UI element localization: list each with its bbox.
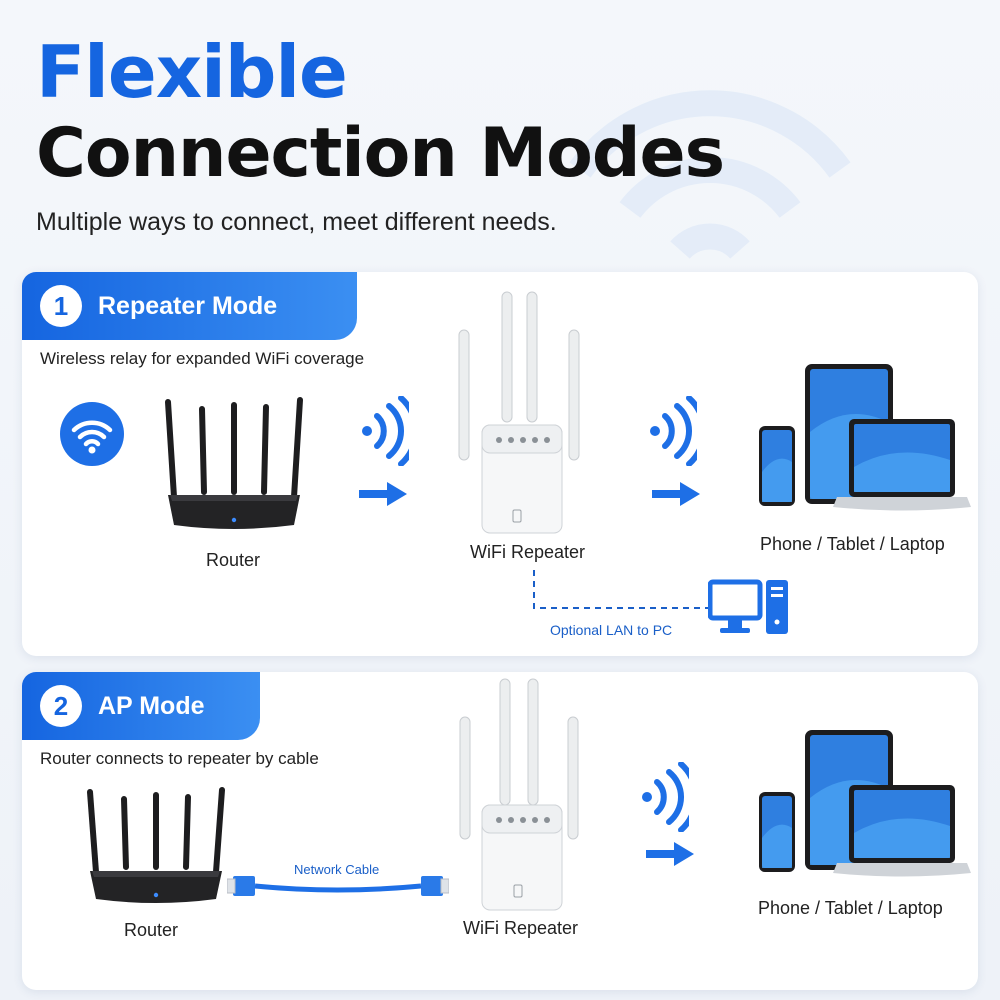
ap-mode-panel: 2 AP Mode Router connects to repeater by… xyxy=(22,672,978,990)
arrow-right-icon xyxy=(652,482,700,506)
router-label: Router xyxy=(124,920,179,940)
page-subtitle: Multiple ways to connect, meet different… xyxy=(36,208,557,236)
wifi-signal-icon xyxy=(362,396,409,466)
background-wifi-icon xyxy=(569,90,851,260)
wifi-signal-icon xyxy=(650,396,697,466)
mode-title: Repeater Mode xyxy=(98,292,278,320)
lan-label: Optional LAN to PC xyxy=(550,622,673,638)
mode-description: Router connects to repeater by cable xyxy=(40,749,319,768)
cable-label: Network Cable xyxy=(294,862,380,877)
router-label: Router xyxy=(206,550,261,570)
mode-number-badge: 1 xyxy=(40,285,82,327)
devices-label: Phone / Tablet / Laptop xyxy=(760,534,945,554)
page-title-line1: Flexible xyxy=(36,30,348,114)
wifi-signal-icon xyxy=(642,762,689,832)
page-title-line2: Connection Modes xyxy=(36,114,725,193)
repeater-mode-panel: 1 Repeater Mode Wireless relay for expan… xyxy=(22,272,978,656)
repeater-icon xyxy=(459,678,579,911)
repeater-mode-tab: 1 Repeater Mode xyxy=(22,272,357,340)
repeater-label: WiFi Repeater xyxy=(470,542,586,562)
devices-label: Phone / Tablet / Laptop xyxy=(758,898,943,918)
arrow-right-icon xyxy=(359,482,407,506)
repeater-label: WiFi Repeater xyxy=(463,918,579,938)
wifi-icon xyxy=(60,402,124,466)
mode-title: AP Mode xyxy=(98,692,205,720)
desktop-pc-icon xyxy=(708,579,788,634)
router-icon xyxy=(87,787,225,903)
arrow-right-icon xyxy=(646,842,694,866)
router-icon xyxy=(165,397,303,529)
lan-connection-line xyxy=(533,570,716,609)
phone-icon xyxy=(759,792,795,872)
mode-number-badge: 2 xyxy=(40,685,82,727)
repeater-icon xyxy=(458,291,580,534)
devices-icon xyxy=(759,730,971,877)
laptop-icon xyxy=(833,419,971,511)
laptop-icon xyxy=(833,785,971,877)
mode-description: Wireless relay for expanded WiFi coverag… xyxy=(40,349,365,368)
network-cable-icon xyxy=(227,876,449,896)
devices-icon xyxy=(759,364,971,511)
ap-mode-tab: 2 AP Mode xyxy=(22,672,260,740)
phone-icon xyxy=(759,426,795,506)
